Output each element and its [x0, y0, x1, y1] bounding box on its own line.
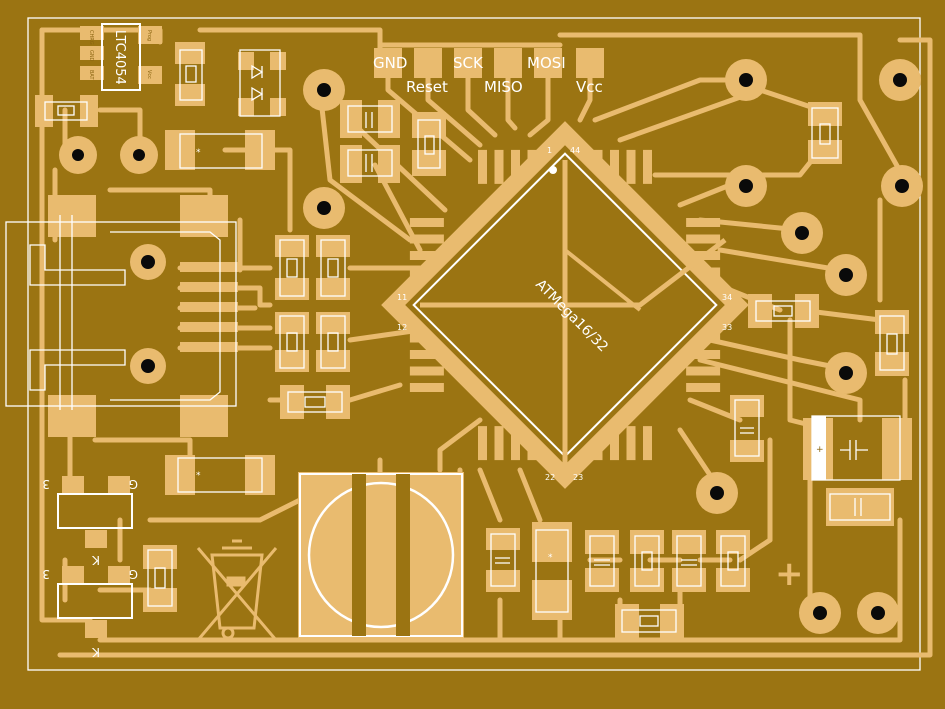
ic-pin: [409, 234, 444, 244]
ic-pin: [478, 149, 487, 184]
ic-pin: [686, 366, 721, 376]
ic-pin: [409, 218, 444, 227]
charger-pin-prog: Prog: [146, 30, 152, 41]
d1-anode-label: 3: [42, 477, 50, 491]
pin-label-33: 33: [722, 323, 732, 332]
recycle-bin-icon: [196, 539, 278, 641]
charger-pin-gnd: GND: [88, 50, 94, 62]
charger-ic: LTC4054 CHRG GND BAT Prog Vcc: [80, 23, 162, 91]
ic-pin: [494, 149, 504, 184]
through-hole-pads: [59, 59, 923, 634]
header-gnd-label: GND: [373, 54, 407, 72]
ic-pin: [409, 366, 444, 376]
pin-label-34: 34: [722, 293, 732, 302]
header-mosi-label: MOSI: [527, 54, 566, 72]
d2-anode-label: 3: [42, 567, 50, 581]
d1-cathode-label: K: [91, 553, 100, 567]
ic-pin: [643, 426, 652, 461]
svg-text:*: *: [548, 553, 553, 563]
ic-pin: [478, 426, 487, 461]
pin-label-1: 1: [547, 146, 552, 155]
d2-cathode-label: K: [91, 645, 100, 659]
programming-header: GND Reset SCK MISO MOSI Vcc: [373, 48, 604, 96]
ic-pin: [686, 383, 721, 392]
pin-label-23: 23: [573, 473, 583, 482]
svg-text:*: *: [196, 148, 201, 158]
ic-pin: [409, 350, 444, 359]
smd-components: * *: [35, 42, 912, 638]
header-sck-label: SCK: [453, 54, 484, 72]
pin-label-11: 11: [397, 293, 407, 302]
header-miso-label: MISO: [484, 78, 523, 96]
battery-holder: [298, 472, 464, 638]
ic-pin: [643, 149, 652, 184]
board-outline: [27, 17, 921, 671]
d1-gate-label: G: [129, 477, 138, 491]
ic-pin: [409, 251, 444, 260]
ic-pin: [686, 350, 721, 359]
svg-text:*: *: [196, 471, 201, 481]
pin-label-12: 12: [397, 323, 407, 332]
charger-name: LTC4054: [112, 30, 127, 85]
ic-pin: [626, 426, 636, 461]
pin-label-22: 22: [545, 473, 555, 482]
ic-pin: [626, 149, 636, 184]
pin1-marker: [549, 166, 557, 174]
svg-text:+: +: [816, 445, 824, 455]
charger-pin-bat: BAT: [88, 70, 94, 80]
charger-pin-chrg: CHRG: [88, 30, 94, 45]
ic-pin: [409, 383, 444, 392]
ic-pin: [494, 426, 504, 461]
transistors: 3 G K 3 G K: [42, 476, 138, 659]
ic-pin: [686, 234, 721, 244]
header-reset-label: Reset: [406, 78, 448, 96]
charger-pin-vcc: Vcc: [146, 70, 152, 79]
d2-gate-label: G: [129, 567, 138, 581]
ic-pin: [686, 218, 721, 227]
header-vcc-label: Vcc: [576, 78, 603, 96]
pin-label-44: 44: [570, 146, 580, 155]
plus-symbol: +: [775, 554, 804, 594]
